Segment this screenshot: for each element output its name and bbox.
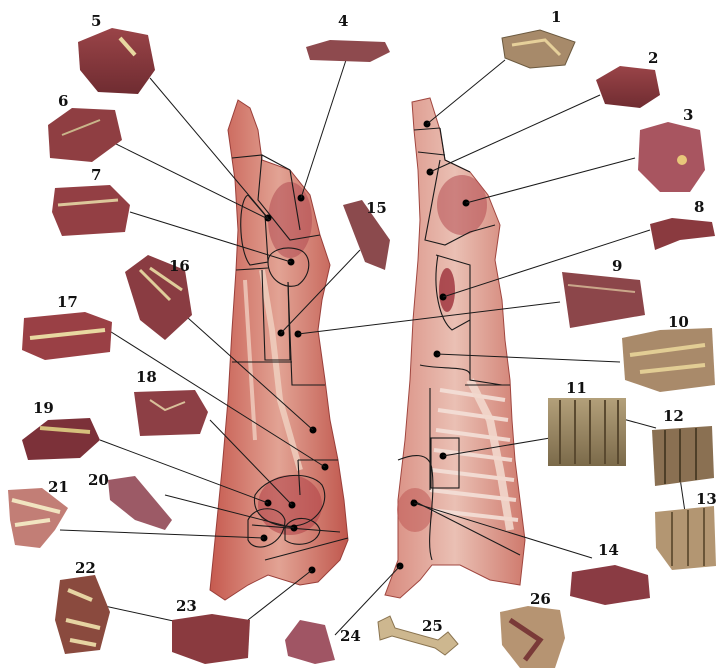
right-carcass-half [385,98,525,598]
label-25: 25 [422,617,443,635]
cut-9-image [562,272,645,328]
cut-3-image [638,122,705,192]
label-15: 15 [366,199,387,217]
cut-8-image [650,218,715,250]
label-2: 2 [648,49,658,67]
label-5: 5 [91,12,101,30]
cut-17-image [22,312,112,360]
label-4: 4 [338,12,348,30]
label-19: 19 [33,399,54,417]
label-17: 17 [57,293,78,311]
leader-lines [60,60,685,635]
cut-13-image [655,506,716,570]
cut-14-image [570,565,650,605]
cut-images [8,28,716,668]
cut-7-image [52,185,130,236]
cut-4-image [306,40,390,62]
label-14: 14 [598,541,619,559]
label-20: 20 [88,471,109,489]
label-23: 23 [176,597,197,615]
label-3: 3 [683,106,693,124]
cut-6-image [48,108,122,162]
label-22: 22 [75,559,96,577]
cut-23-image [172,614,250,664]
label-18: 18 [136,368,157,386]
cut-19-image [22,418,100,460]
label-11: 11 [566,379,587,397]
cut-10-image [622,328,715,392]
label-26: 26 [530,590,551,608]
cut-25-image [378,616,458,655]
cut-26-image [500,606,565,668]
label-8: 8 [694,198,704,216]
cut-20-image [108,476,172,530]
cut-24-image [285,620,335,664]
label-7: 7 [91,166,101,184]
cut-12-image [652,426,714,486]
label-1: 1 [551,8,561,26]
cut-18-image [134,390,208,436]
label-12: 12 [663,407,684,425]
cut-2-image [596,66,660,108]
right-flank-shade [397,488,433,532]
right-tenderloin-shade [439,268,455,312]
label-16: 16 [169,257,190,275]
left-carcass-half [210,100,348,600]
cut-5-image [78,28,155,94]
label-6: 6 [58,92,68,110]
label-24: 24 [340,627,361,645]
label-10: 10 [668,313,689,331]
label-13: 13 [696,490,717,508]
cut-21-image [8,488,68,548]
cut-1-image [502,30,575,68]
label-9: 9 [612,257,622,275]
right-shoulder-shade [437,175,487,235]
cut-22-image [55,575,110,654]
cut-11-image [548,398,626,466]
label-21: 21 [48,478,69,496]
